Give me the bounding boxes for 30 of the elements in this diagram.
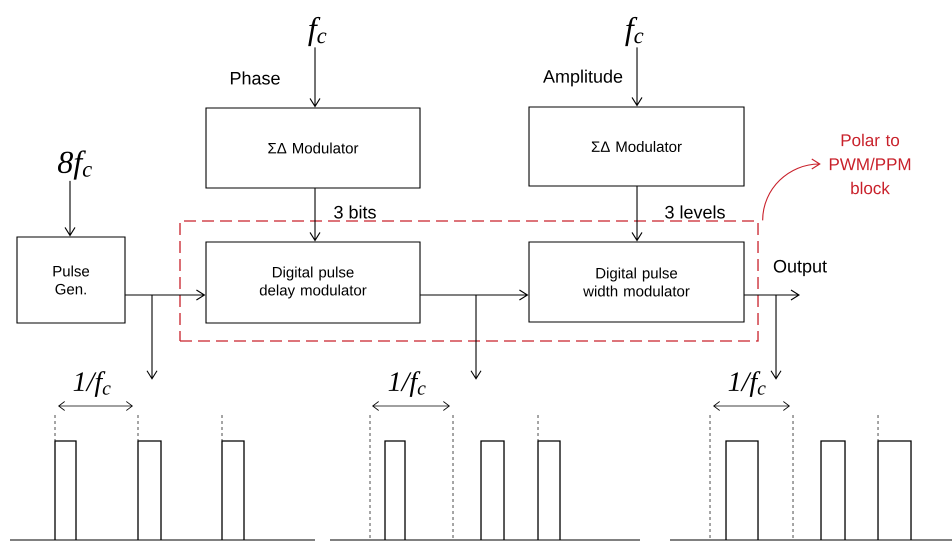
frequency-label: f$_{c}$ — [308, 16, 326, 46]
arrow — [310, 47, 320, 108]
edge-label: Amplitude — [543, 70, 622, 86]
block-box: Digital pulse delay modulator — [205, 241, 421, 324]
arrow — [126, 290, 206, 300]
edge-label: Phase — [230, 71, 280, 85]
arrow — [770, 295, 782, 380]
arrow — [64, 180, 76, 236]
block-box: Pulse Gen. — [16, 236, 126, 324]
arrow — [146, 295, 158, 380]
leader-line — [762, 158, 821, 220]
dashed-region — [179, 220, 759, 342]
edge-label: 3 levels — [665, 205, 725, 219]
arrow — [310, 188, 320, 242]
waveform-drawing: 1/f$_{c}$ — [10, 371, 316, 540]
frequency-label: f$_{c}$ — [625, 16, 644, 46]
annotation-text: Polar to PWM/PPM block — [830, 134, 910, 194]
edge-label: Output — [774, 260, 827, 276]
waveform-drawing: 1/f$_{c}$ — [670, 371, 952, 540]
arrow — [420, 290, 528, 300]
arrow — [744, 290, 800, 300]
block-box: Digital pulse width modulator — [528, 241, 745, 323]
block-box: ΣΔ Modulator — [205, 107, 421, 189]
arrow — [632, 47, 642, 106]
frequency-label: 8f$_{c}$ — [58, 150, 92, 180]
waveform-drawing: 1/f$_{c}$ — [330, 371, 640, 540]
arrow — [632, 186, 642, 242]
arrow — [470, 295, 482, 380]
block-box: ΣΔ Modulator — [528, 106, 745, 187]
edge-label: 3 bits — [334, 205, 376, 219]
